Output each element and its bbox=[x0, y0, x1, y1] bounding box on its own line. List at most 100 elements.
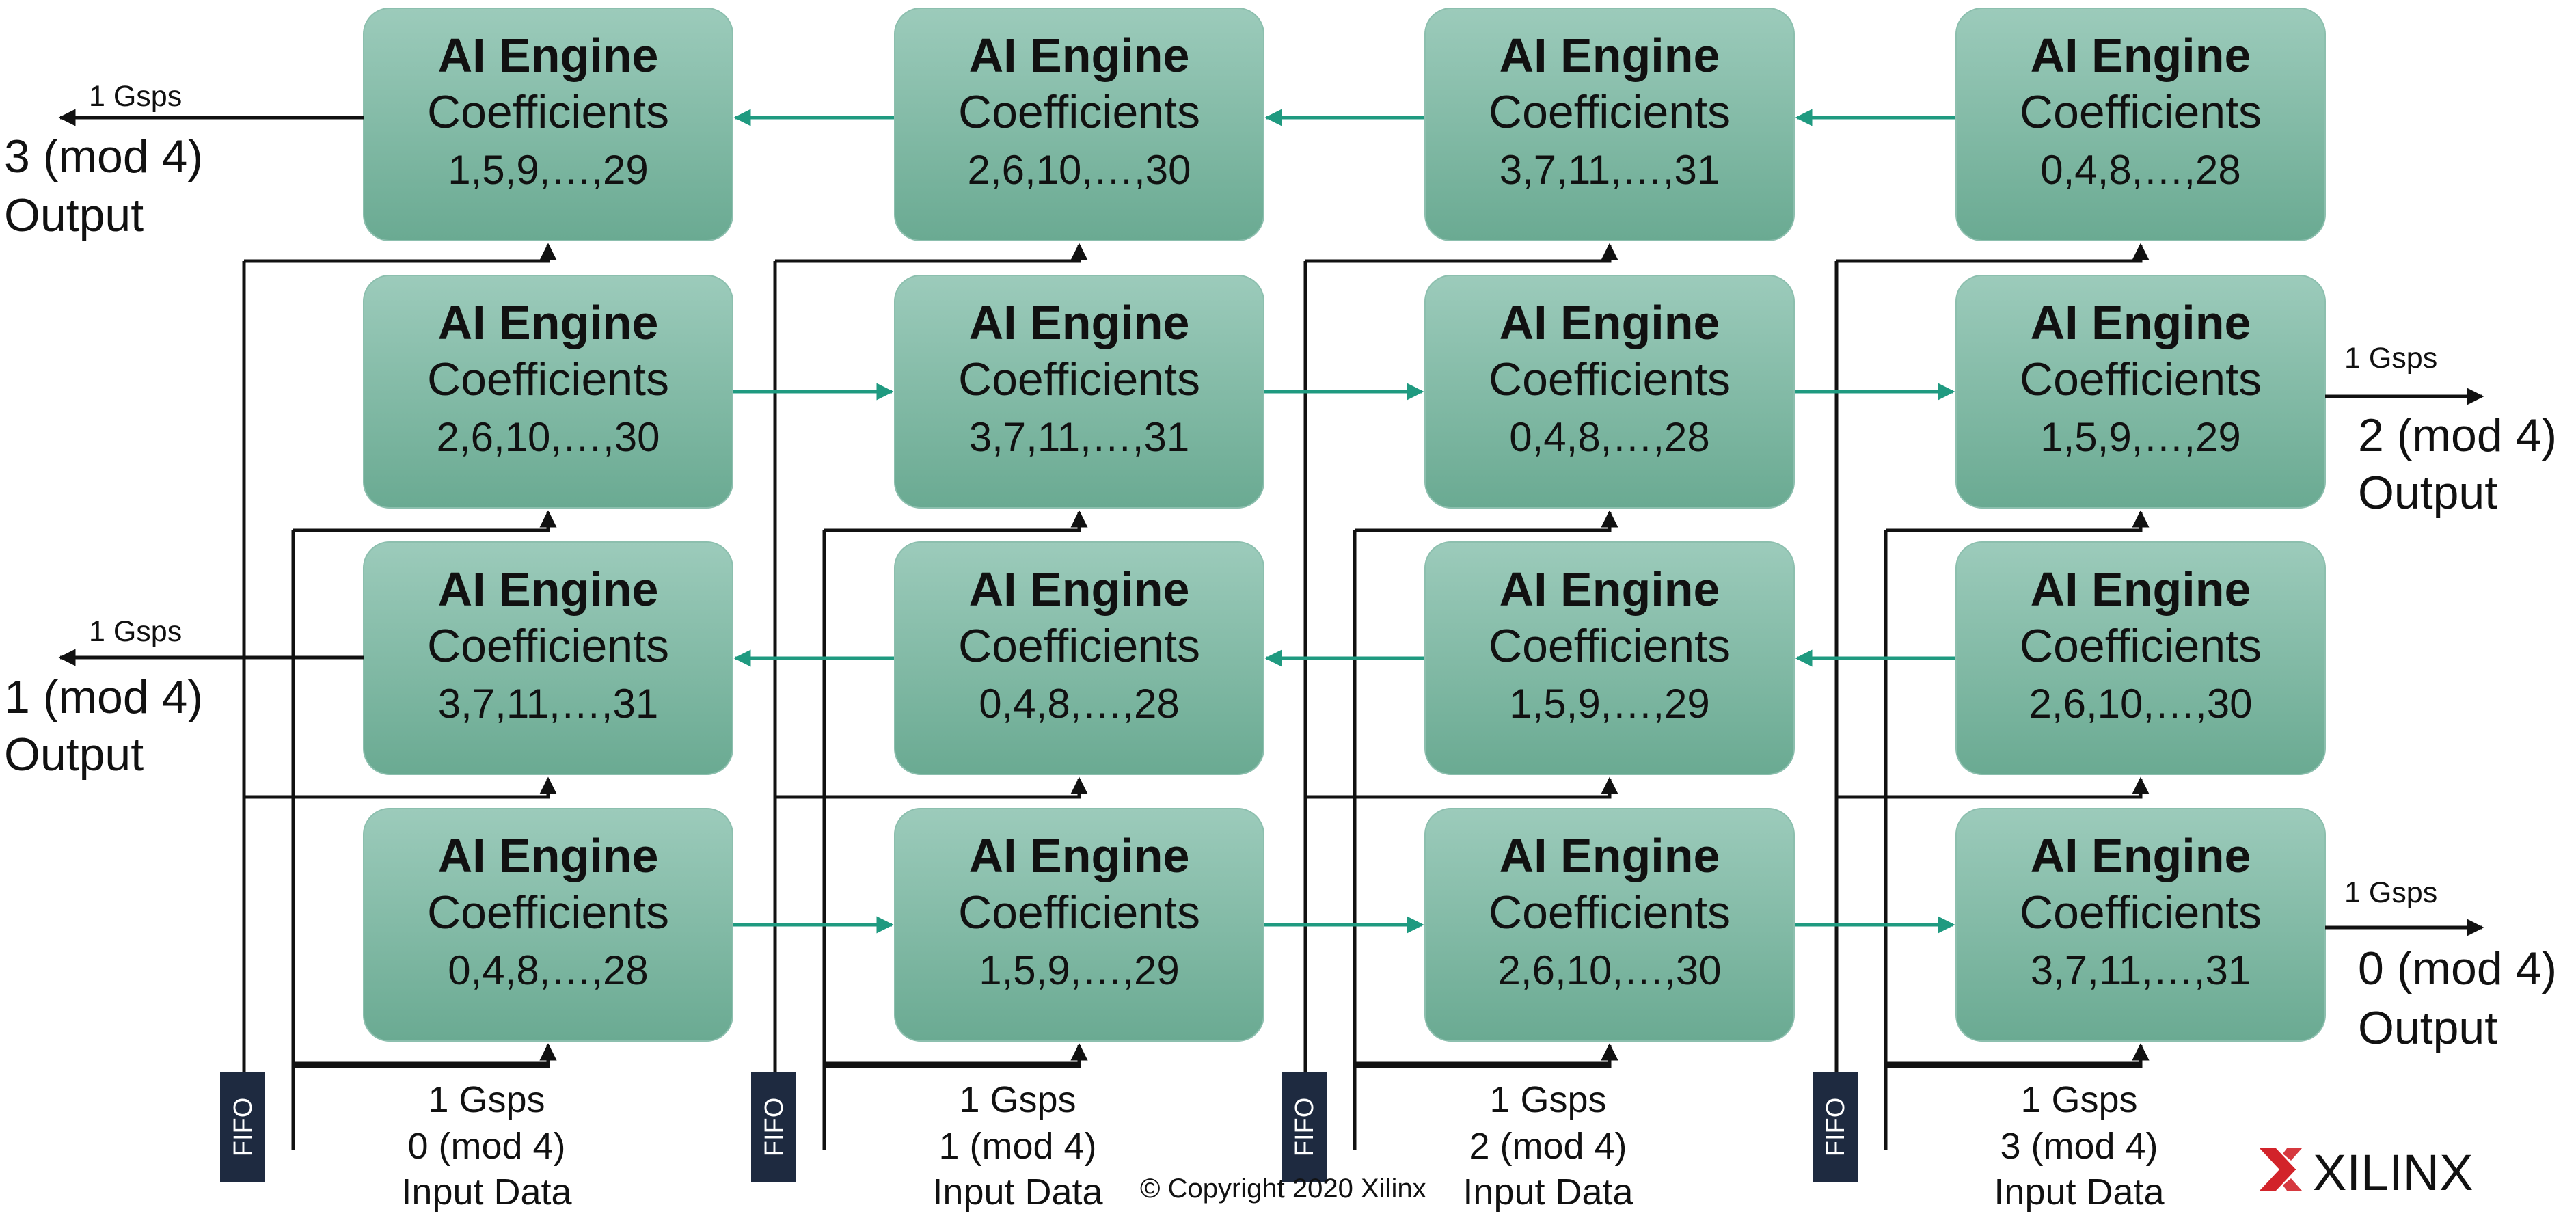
output-right-mid: 1 Gsps 2 (mod 4) Output bbox=[2325, 342, 2557, 519]
input-phase: 0 (mod 4) bbox=[407, 1126, 565, 1167]
fifo-label: FIFO bbox=[1290, 1098, 1319, 1157]
engine-coefficients: 0,4,8,…,28 bbox=[2040, 147, 2241, 193]
engine-coefficients: 3,7,11,…,31 bbox=[2031, 947, 2251, 993]
engine-subtitle: Coefficients bbox=[958, 620, 1200, 672]
engine-coefficients: 2,6,10,…,30 bbox=[1498, 947, 1722, 993]
output-label: Output bbox=[4, 189, 144, 241]
engine-coefficients: 1,5,9,…,29 bbox=[2040, 414, 2241, 460]
engine-title: AI Engine bbox=[1500, 563, 1720, 616]
input-rate: 1 Gsps bbox=[1489, 1079, 1606, 1120]
output-rate: 1 Gsps bbox=[89, 80, 182, 113]
engine-coefficients: 0,4,8,…,28 bbox=[1509, 414, 1710, 460]
engine-title: AI Engine bbox=[1500, 829, 1720, 882]
output-rate: 1 Gsps bbox=[2344, 876, 2437, 909]
engine-title: AI Engine bbox=[2031, 563, 2251, 616]
engine-subtitle: Coefficients bbox=[2020, 620, 2262, 672]
engine-subtitle: Coefficients bbox=[427, 620, 669, 672]
engine-coefficients: 3,7,11,…,31 bbox=[438, 681, 658, 727]
engine-subtitle: Coefficients bbox=[958, 887, 1200, 938]
output-phase: 1 (mod 4) bbox=[4, 671, 203, 723]
engine-title: AI Engine bbox=[1500, 29, 1720, 82]
engine-title: AI Engine bbox=[969, 563, 1190, 616]
xilinx-logo-icon bbox=[2260, 1148, 2302, 1191]
engine-subtitle: Coefficients bbox=[1489, 620, 1731, 672]
cascade-arrows bbox=[733, 109, 1956, 934]
output-left-mid: 1 Gsps 1 (mod 4) Output bbox=[4, 615, 364, 781]
engine-coefficients: 3,7,11,…,31 bbox=[1500, 147, 1720, 193]
input-caption: Input Data bbox=[1463, 1172, 1633, 1213]
input-phase: 3 (mod 4) bbox=[2000, 1126, 2158, 1167]
xilinx-logo: XILINX bbox=[2260, 1144, 2473, 1201]
output-rate: 1 Gsps bbox=[2344, 342, 2437, 375]
engine-subtitle: Coefficients bbox=[2020, 887, 2262, 938]
engine-subtitle: Coefficients bbox=[427, 353, 669, 405]
engine-subtitle: Coefficients bbox=[958, 86, 1200, 138]
engine-title: AI Engine bbox=[438, 563, 659, 616]
engine-title: AI Engine bbox=[438, 829, 659, 882]
column-0-input-bus bbox=[242, 243, 557, 1150]
engine-title: AI Engine bbox=[2031, 296, 2251, 349]
engine-title: AI Engine bbox=[969, 29, 1190, 82]
engine-title: AI Engine bbox=[2031, 829, 2251, 882]
fifo-label: FIFO bbox=[229, 1098, 258, 1157]
output-label: Output bbox=[4, 729, 144, 781]
fifo-block: FIFO bbox=[220, 1072, 265, 1182]
engine-title: AI Engine bbox=[969, 296, 1190, 349]
output-phase: 2 (mod 4) bbox=[2358, 409, 2557, 461]
engine-coefficients: 2,6,10,…,30 bbox=[2029, 681, 2253, 727]
engine-coefficients: 2,6,10,…,30 bbox=[968, 147, 1191, 193]
fifo-block: FIFO bbox=[1282, 1072, 1327, 1182]
engine-coefficients: 1,5,9,…,29 bbox=[979, 947, 1180, 993]
input-phase: 1 (mod 4) bbox=[938, 1126, 1096, 1167]
engine-coefficients: 2,6,10,…,30 bbox=[437, 414, 660, 460]
engine-coefficients: 0,4,8,…,28 bbox=[448, 947, 649, 993]
fifo-label: FIFO bbox=[760, 1098, 789, 1157]
input-caption: Input Data bbox=[401, 1172, 572, 1213]
output-phase: 3 (mod 4) bbox=[4, 131, 203, 182]
output-label: Output bbox=[2358, 1002, 2497, 1054]
output-left-top: 1 Gsps 3 (mod 4) Output bbox=[4, 80, 364, 241]
fifo-label: FIFO bbox=[1821, 1098, 1850, 1157]
input-labels: 1 Gsps 0 (mod 4) Input Data 1 Gsps 1 (mod 4)… bbox=[401, 1079, 2165, 1213]
engine-title: AI Engine bbox=[438, 296, 659, 349]
engine-subtitle: Coefficients bbox=[958, 353, 1200, 405]
input-caption: Input Data bbox=[1994, 1172, 2165, 1213]
column-2-input-bus bbox=[1303, 243, 1618, 1150]
input-data-label: 1 Gsps 0 (mod 4) Input Data bbox=[401, 1079, 572, 1213]
engine-subtitle: Coefficients bbox=[1489, 353, 1731, 405]
output-right-bottom: 1 Gsps 0 (mod 4) Output bbox=[2325, 876, 2557, 1054]
engine-title: AI Engine bbox=[969, 829, 1190, 882]
engine-subtitle: Coefficients bbox=[2020, 86, 2262, 138]
input-caption: Input Data bbox=[932, 1172, 1103, 1213]
input-bus-wires bbox=[242, 243, 2150, 1150]
input-rate: 1 Gsps bbox=[428, 1079, 545, 1120]
output-rate: 1 Gsps bbox=[89, 615, 182, 648]
copyright-notice: © Copyright 2020 Xilinx bbox=[1140, 1174, 1426, 1204]
engine-subtitle: Coefficients bbox=[1489, 86, 1731, 138]
fifo-block: FIFO bbox=[1813, 1072, 1858, 1182]
output-label: Output bbox=[2358, 467, 2497, 519]
engine-subtitle: Coefficients bbox=[1489, 887, 1731, 938]
engine-title: AI Engine bbox=[438, 29, 659, 82]
engine-subtitle: Coefficients bbox=[2020, 353, 2262, 405]
input-rate: 1 Gsps bbox=[2020, 1079, 2137, 1120]
input-data-label: 1 Gsps 3 (mod 4) Input Data bbox=[1994, 1079, 2165, 1213]
engine-subtitle: Coefficients bbox=[427, 887, 669, 938]
column-1-input-bus bbox=[773, 243, 1088, 1150]
fifo-blocks: FIFO FIFO FIFO FIFO bbox=[220, 1072, 1858, 1182]
